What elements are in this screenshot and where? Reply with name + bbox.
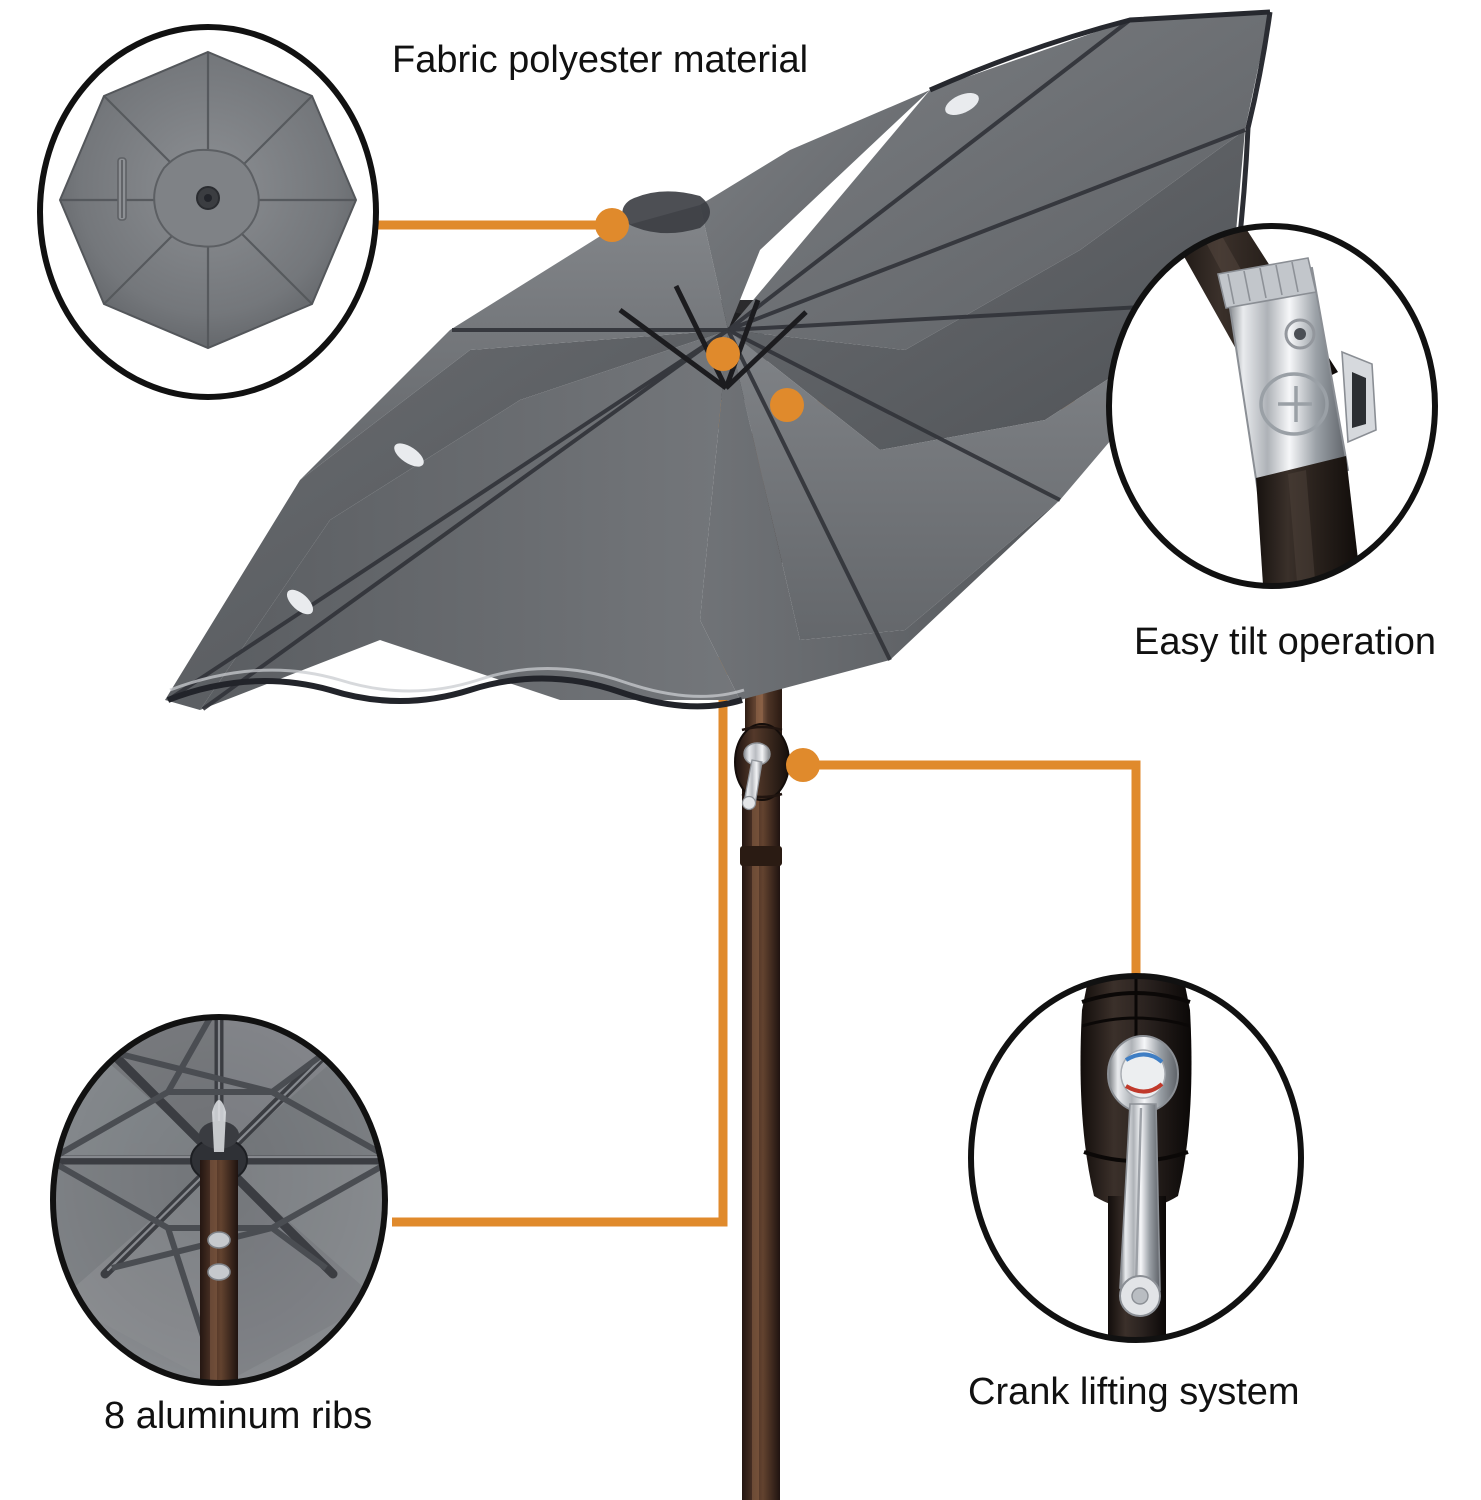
callout-label-ribs: 8 aluminum ribs [104,1395,373,1437]
callout-tilt-image [1111,228,1433,584]
canopy-top-view-icon [58,50,358,350]
rib-tip-accents [286,92,979,615]
umbrella-pole-lower [742,760,780,1500]
canopy-support-struts [618,284,808,391]
umbrella-main-illustration [165,9,1273,1500]
callout-tilt[interactable] [770,216,1440,600]
pole-joint-collar [740,846,782,866]
connector-line-crank [803,760,1141,980]
canopy-panel-7 [300,205,728,480]
callout-ribs-outline [50,1014,388,1386]
callout-crank[interactable] [786,748,1305,1346]
canopy-underside-ribs-icon [55,1019,383,1381]
callout-ribs[interactable] [48,337,740,1388]
callout-label-tilt: Easy tilt operation [1134,621,1437,663]
callout-label-crank: Crank lifting system [968,1371,1300,1413]
canopy-lower-edge [166,675,743,710]
crank-handle-icon [741,742,771,811]
canopy-panel-4 [700,330,1060,700]
callout-dot-fabric[interactable] [595,208,629,242]
canopy-panel-3 [728,300,1230,640]
crank-handle-icon [1107,1035,1179,1317]
canopy-vent-cap [622,191,710,234]
callout-dot-crank[interactable] [786,748,820,782]
callout-crank-outline [968,973,1304,1343]
callout-fabric[interactable] [37,24,629,400]
canopy-edge-highlight [169,666,745,698]
callout-tilt-outline [1106,223,1438,589]
callout-label-fabric: Fabric polyester material [392,39,809,81]
callout-crank-image [973,978,1299,1338]
canopy-panel-1 [728,12,1270,350]
callout-dot-tilt[interactable] [770,388,804,422]
canopy-panel-8 [700,90,930,330]
callout-ribs-image [55,1019,383,1381]
callout-dot-ribs[interactable] [706,337,740,371]
callout-fabric-outline [37,24,379,400]
canopy-panel-6 [165,330,728,710]
canopy-top-edge [928,9,1271,93]
pole-lower-highlight [752,760,759,1500]
callout-fabric-image [42,29,374,395]
canopy-rib-seams [166,18,1246,711]
